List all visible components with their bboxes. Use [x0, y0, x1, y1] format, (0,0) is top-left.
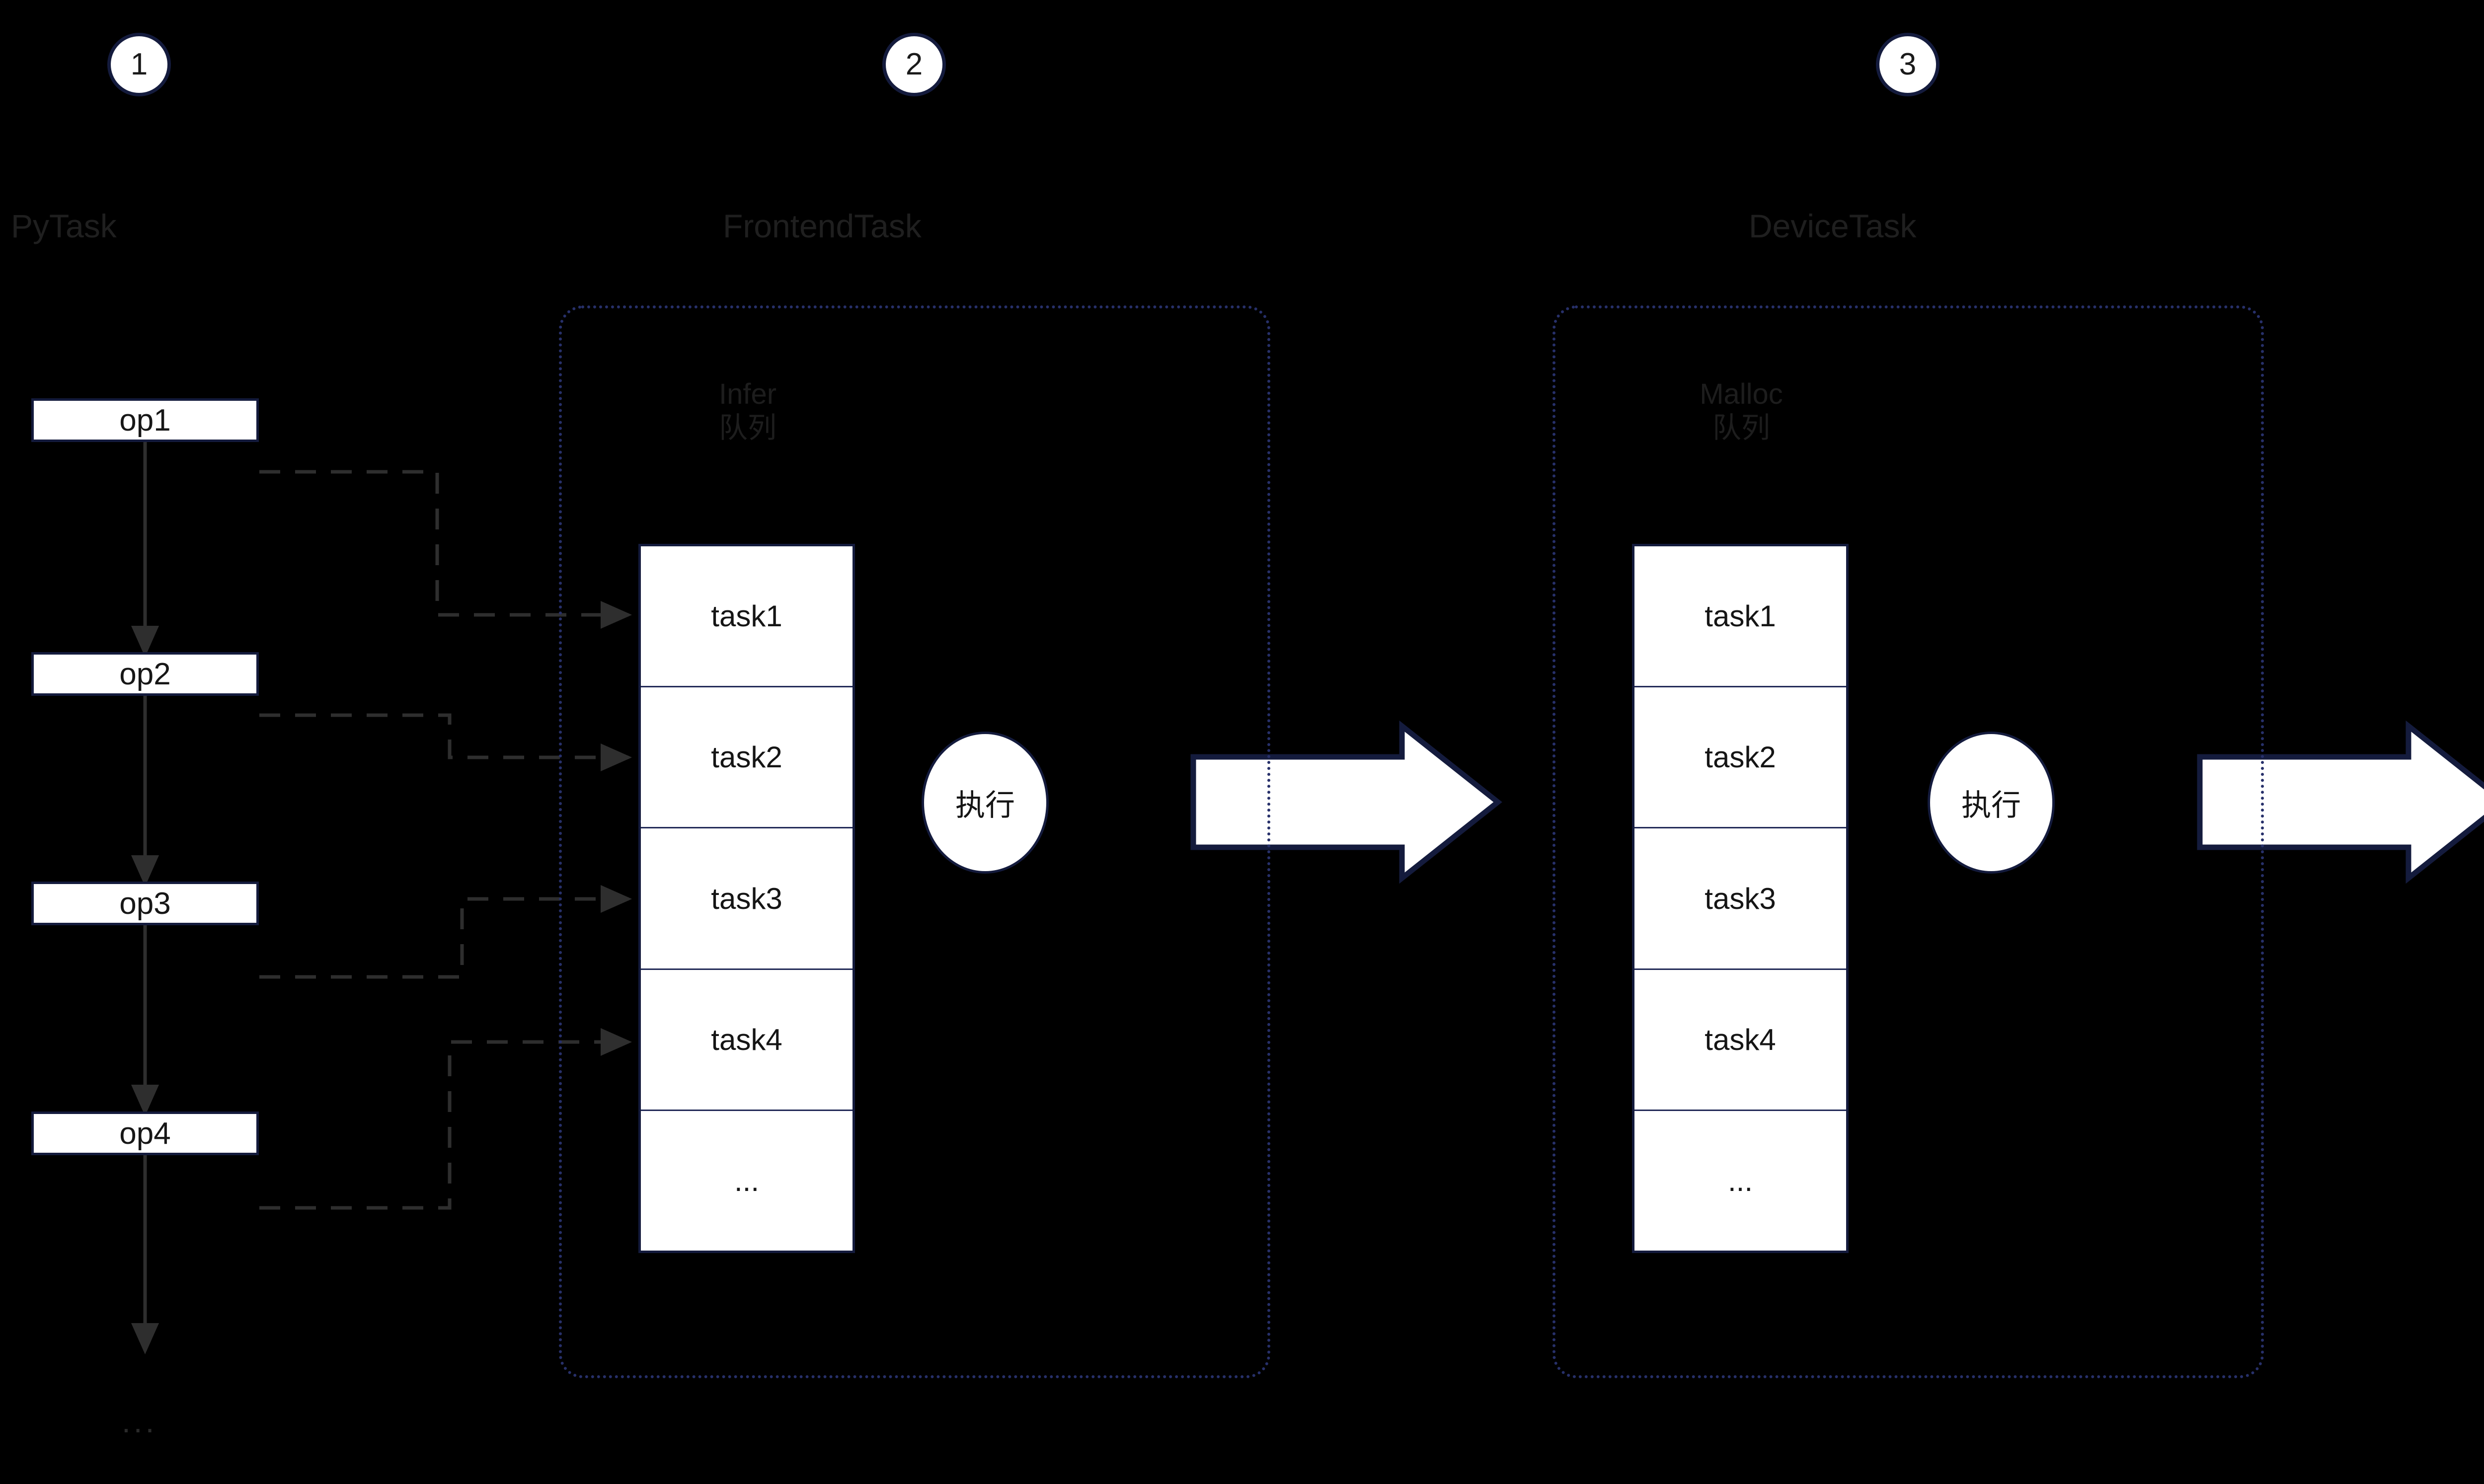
stage-title-frontendtask: FrontendTask: [723, 208, 922, 244]
exec-label: 执行: [955, 788, 1015, 822]
task-queue-infer: task1 task2 task3 task4 ...: [638, 544, 855, 1253]
task-queue-item: task2: [641, 687, 853, 829]
queue-caption-infer: Infer 队列: [638, 377, 857, 445]
op-label: op1: [119, 403, 171, 438]
stage-title-pytask: PyTask: [11, 208, 117, 244]
task-queue-item: ...: [734, 1164, 759, 1197]
queue-name: Malloc: [1700, 378, 1783, 410]
exec-ellipse-frontendtask: 执行: [922, 732, 1049, 874]
step-number-2: 2: [905, 47, 923, 81]
queue-name: Infer: [718, 378, 777, 410]
lane-container-frontendtask: [559, 305, 1270, 1378]
stage-title-devicetask: DeviceTask: [1749, 208, 1917, 244]
op-chain-ellipsis: ...: [122, 1404, 157, 1439]
queue-caption-malloc: Malloc 队列: [1632, 377, 1851, 445]
task-queue-item: task3: [1634, 828, 1846, 970]
op-box-3: op3: [31, 882, 259, 925]
task-queue-item: task4: [1634, 970, 1846, 1111]
task-queue-item: task3: [641, 828, 853, 970]
step-circle-3: 3: [1876, 33, 1940, 96]
exec-ellipse-devicetask: 执行: [1928, 732, 2055, 874]
step-circle-2: 2: [882, 33, 946, 96]
queue-suffix: 队列: [718, 412, 776, 445]
step-number-1: 1: [130, 47, 148, 81]
op-label: op4: [119, 1116, 171, 1151]
op-label: op3: [119, 886, 171, 921]
task-queue-item: task4: [641, 970, 853, 1111]
task-queue-item: task2: [1634, 687, 1846, 829]
task-queue-item: task1: [1634, 546, 1846, 688]
lane-container-devicetask: [1552, 305, 2264, 1378]
task-queue-item: task1: [641, 546, 853, 688]
queue-suffix: 队列: [1712, 412, 1770, 445]
step-circle-1: 1: [107, 33, 171, 96]
task-queue-malloc: task1 task2 task3 task4 ...: [1632, 544, 1849, 1253]
exec-label: 执行: [1961, 788, 2021, 822]
op-box-1: op1: [31, 398, 259, 442]
op-box-4: op4: [31, 1112, 259, 1155]
op-box-2: op2: [31, 652, 259, 696]
op-label: op2: [119, 657, 171, 691]
task-queue-item: ...: [1727, 1164, 1753, 1197]
step-number-3: 3: [1899, 47, 1917, 81]
